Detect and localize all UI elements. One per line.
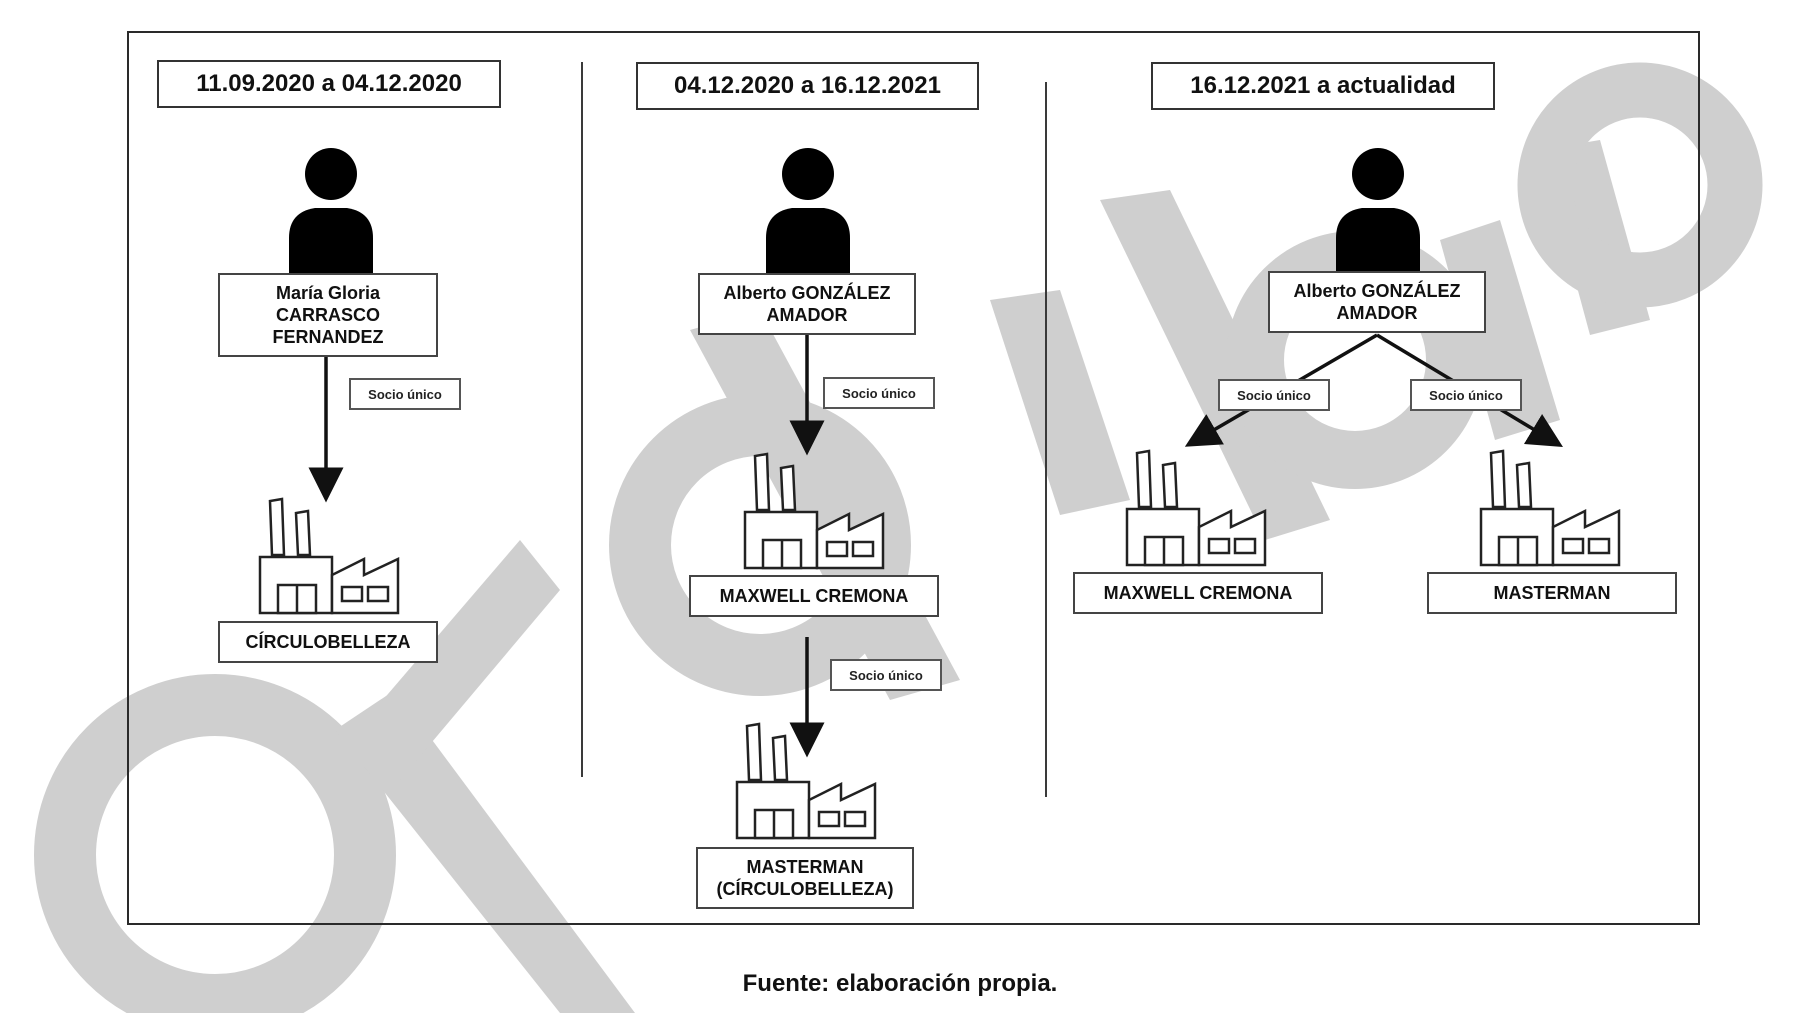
factory-icon (258, 497, 400, 615)
person-label-p3: Alberto GONZÁLEZ AMADOR (1268, 271, 1486, 333)
company-label-p2-maxwell: MAXWELL CREMONA (689, 575, 939, 617)
person-icon (1336, 148, 1420, 274)
factory-icon (1125, 449, 1267, 567)
person-label-p2: Alberto GONZÁLEZ AMADOR (698, 273, 916, 335)
factory-icon (743, 452, 885, 570)
person-name-line: Alberto GONZÁLEZ (723, 283, 891, 303)
period-2-title: 04.12.2020 a 16.12.2021 (636, 62, 979, 110)
company-name-line: (CÍRCULOBELLEZA) (716, 879, 894, 899)
company-label-p1: CÍRCULOBELLEZA (218, 621, 438, 663)
relation-label-p1: Socio único (349, 378, 461, 410)
person-name-line: Alberto GONZÁLEZ (1293, 281, 1461, 301)
company-label-p3-masterman: MASTERMAN (1427, 572, 1677, 614)
period-3-title: 16.12.2021 a actualidad (1151, 62, 1495, 110)
person-label-p1: María Gloria CARRASCO FERNANDEZ (218, 273, 438, 357)
relation-label-p3-left: Socio único (1218, 379, 1330, 411)
relation-label-p3-right: Socio único (1410, 379, 1522, 411)
person-name-line: María Gloria (275, 283, 381, 303)
relation-label-p2-second: Socio único (830, 659, 942, 691)
person-name-line: AMADOR (766, 305, 848, 325)
column-divider-2 (1045, 82, 1047, 797)
person-name-line: FERNANDEZ (272, 327, 384, 347)
source-caption: Fuente: elaboración propia. (742, 970, 1058, 997)
person-icon (766, 148, 850, 274)
column-divider-1 (581, 62, 583, 777)
relation-label-p2-first: Socio único (823, 377, 935, 409)
period-1-title: 11.09.2020 a 04.12.2020 (157, 60, 501, 108)
company-name-line: MASTERMAN (746, 857, 864, 877)
person-icon (289, 148, 373, 274)
company-label-p2-masterman: MASTERMAN (CÍRCULOBELLEZA) (696, 847, 914, 909)
factory-icon (735, 722, 877, 840)
person-name-line: CARRASCO (275, 305, 380, 325)
diagram-frame (127, 31, 1700, 925)
person-name-line: AMADOR (1336, 303, 1418, 323)
company-label-p3-maxwell: MAXWELL CREMONA (1073, 572, 1323, 614)
factory-icon (1479, 449, 1621, 567)
